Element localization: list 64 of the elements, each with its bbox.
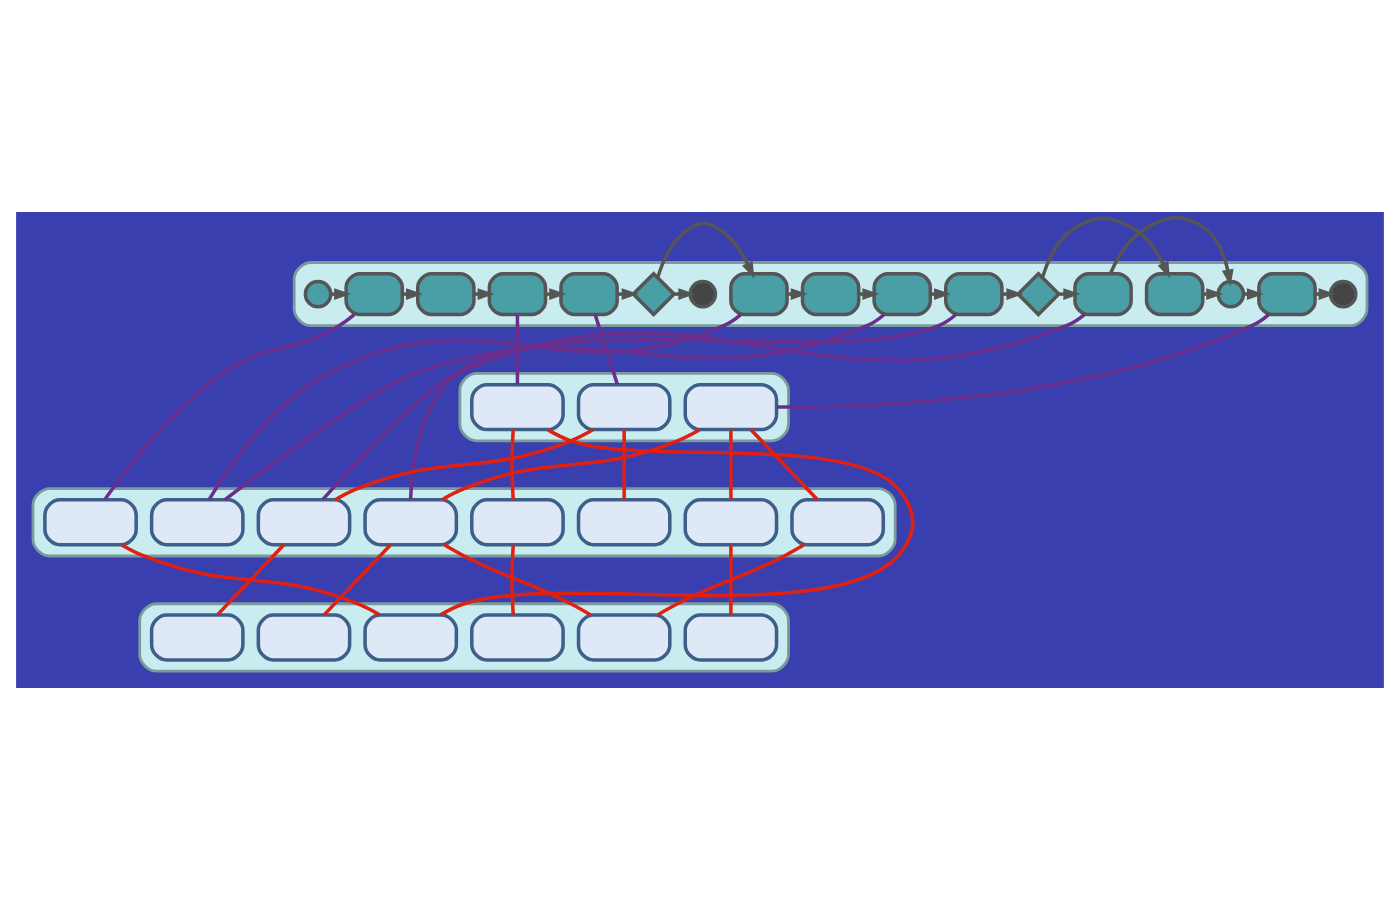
arrow <box>656 221 755 279</box>
node-box <box>487 271 548 317</box>
node-box <box>363 613 459 662</box>
node-box <box>363 498 459 547</box>
node-box <box>149 498 245 547</box>
connector <box>207 313 742 501</box>
arrow <box>1040 216 1170 279</box>
connector <box>443 543 592 617</box>
connector <box>510 544 515 615</box>
connector <box>729 544 733 615</box>
node-circle <box>1328 279 1358 309</box>
node-box <box>944 271 1004 317</box>
node-circle <box>1216 279 1246 309</box>
node-box <box>800 271 861 317</box>
connector <box>515 314 520 385</box>
node-box <box>872 271 933 317</box>
node-diamond <box>1015 271 1062 317</box>
node-box <box>1144 271 1205 317</box>
arrow <box>474 288 495 300</box>
node-box <box>416 271 476 317</box>
cluster <box>138 602 790 673</box>
node-box <box>559 271 619 317</box>
connector <box>223 313 886 502</box>
node-box <box>470 382 565 432</box>
cluster <box>31 487 897 558</box>
node-box <box>576 382 672 432</box>
connector <box>321 313 1086 501</box>
connector <box>656 543 805 617</box>
node-diamond <box>630 271 677 317</box>
node-box <box>256 498 352 547</box>
arrow <box>617 288 639 300</box>
node-box <box>43 498 138 547</box>
node-box <box>256 613 352 662</box>
arrow <box>1108 216 1234 287</box>
connector <box>622 429 626 500</box>
node-box <box>683 498 779 547</box>
node-box <box>683 613 779 662</box>
connector <box>334 428 594 502</box>
connector <box>216 543 286 616</box>
connector <box>323 543 392 616</box>
connector <box>120 543 381 617</box>
node-circle <box>688 279 718 309</box>
connector <box>441 428 701 502</box>
connector <box>729 429 733 500</box>
node-box <box>576 613 672 662</box>
connector <box>776 313 1270 409</box>
connector <box>408 313 958 500</box>
node-box <box>470 498 565 547</box>
node-box <box>1257 271 1317 317</box>
node-box <box>683 382 779 432</box>
node-box <box>149 613 245 662</box>
node-box <box>729 271 789 317</box>
node-box <box>1073 271 1133 317</box>
node-box <box>470 613 565 662</box>
node-box <box>790 498 885 547</box>
node-box <box>344 271 405 317</box>
connector <box>749 428 819 501</box>
connector <box>510 429 515 500</box>
connector <box>593 314 620 386</box>
node-box <box>576 498 672 547</box>
connector <box>439 428 915 617</box>
connector <box>103 313 356 501</box>
cluster <box>458 372 790 443</box>
node-circle <box>303 279 333 309</box>
